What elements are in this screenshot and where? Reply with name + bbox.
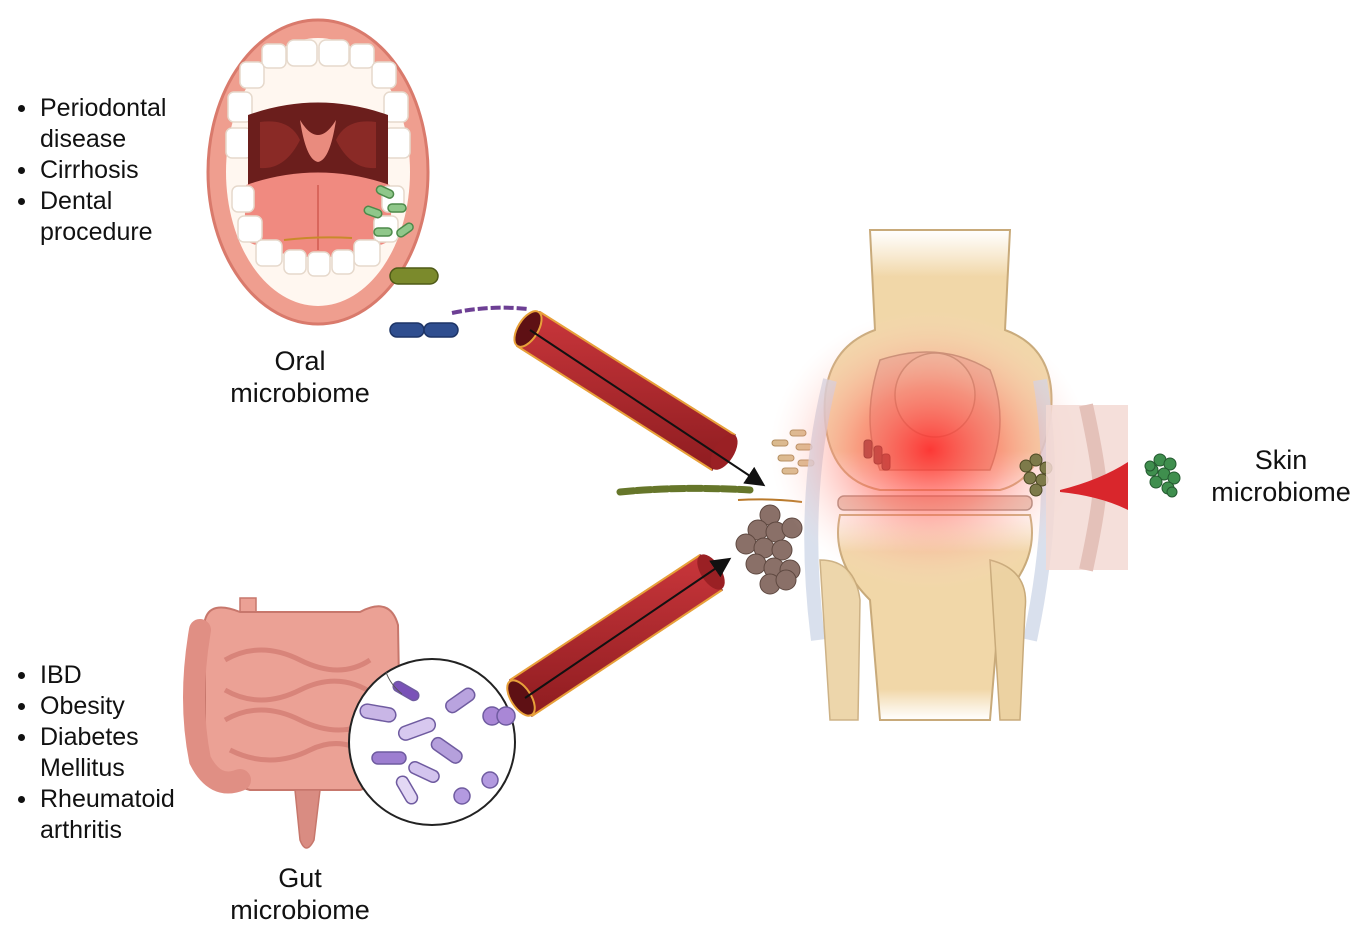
oral-microbiome-label: Oral microbiome bbox=[205, 345, 395, 409]
oral-label-line2: microbiome bbox=[205, 377, 395, 409]
skin-label-line2: microbiome bbox=[1196, 476, 1364, 508]
oral-condition-item: Periodontal disease bbox=[8, 93, 190, 155]
gut-label-line2: microbiome bbox=[205, 894, 395, 926]
oral-bacteria bbox=[390, 268, 528, 337]
gut-condition-item: IBD bbox=[8, 660, 190, 691]
gut-microbiome-label: Gut microbiome bbox=[205, 862, 395, 926]
skin-cross-section bbox=[1046, 405, 1128, 570]
oral-condition-list: Periodontal disease Cirrhosis Dental pro… bbox=[8, 93, 190, 248]
gut-bacteria-magnified bbox=[349, 659, 515, 825]
gut-condition-item: Diabetes Mellitus bbox=[8, 722, 160, 784]
skin-microbiome-label: Skin microbiome bbox=[1196, 444, 1364, 508]
skin-bacteria bbox=[1145, 454, 1180, 497]
upper-blood-vessel bbox=[509, 307, 762, 484]
gut-condition-list: IBD Obesity Diabetes Mellitus Rheumatoid… bbox=[8, 660, 190, 846]
oral-condition-item: Cirrhosis bbox=[8, 155, 190, 186]
oral-condition-item: Dental procedure bbox=[8, 186, 180, 248]
gut-label-line1: Gut bbox=[205, 862, 395, 894]
gut-condition-item: Rheumatoid arthritis bbox=[8, 784, 190, 846]
gut-condition-item: Obesity bbox=[8, 691, 190, 722]
oral-label-line1: Oral bbox=[205, 345, 395, 377]
skin-label-line1: Skin bbox=[1196, 444, 1364, 476]
lower-blood-vessel bbox=[502, 550, 731, 720]
knee-joint-illustration bbox=[770, 230, 1090, 720]
